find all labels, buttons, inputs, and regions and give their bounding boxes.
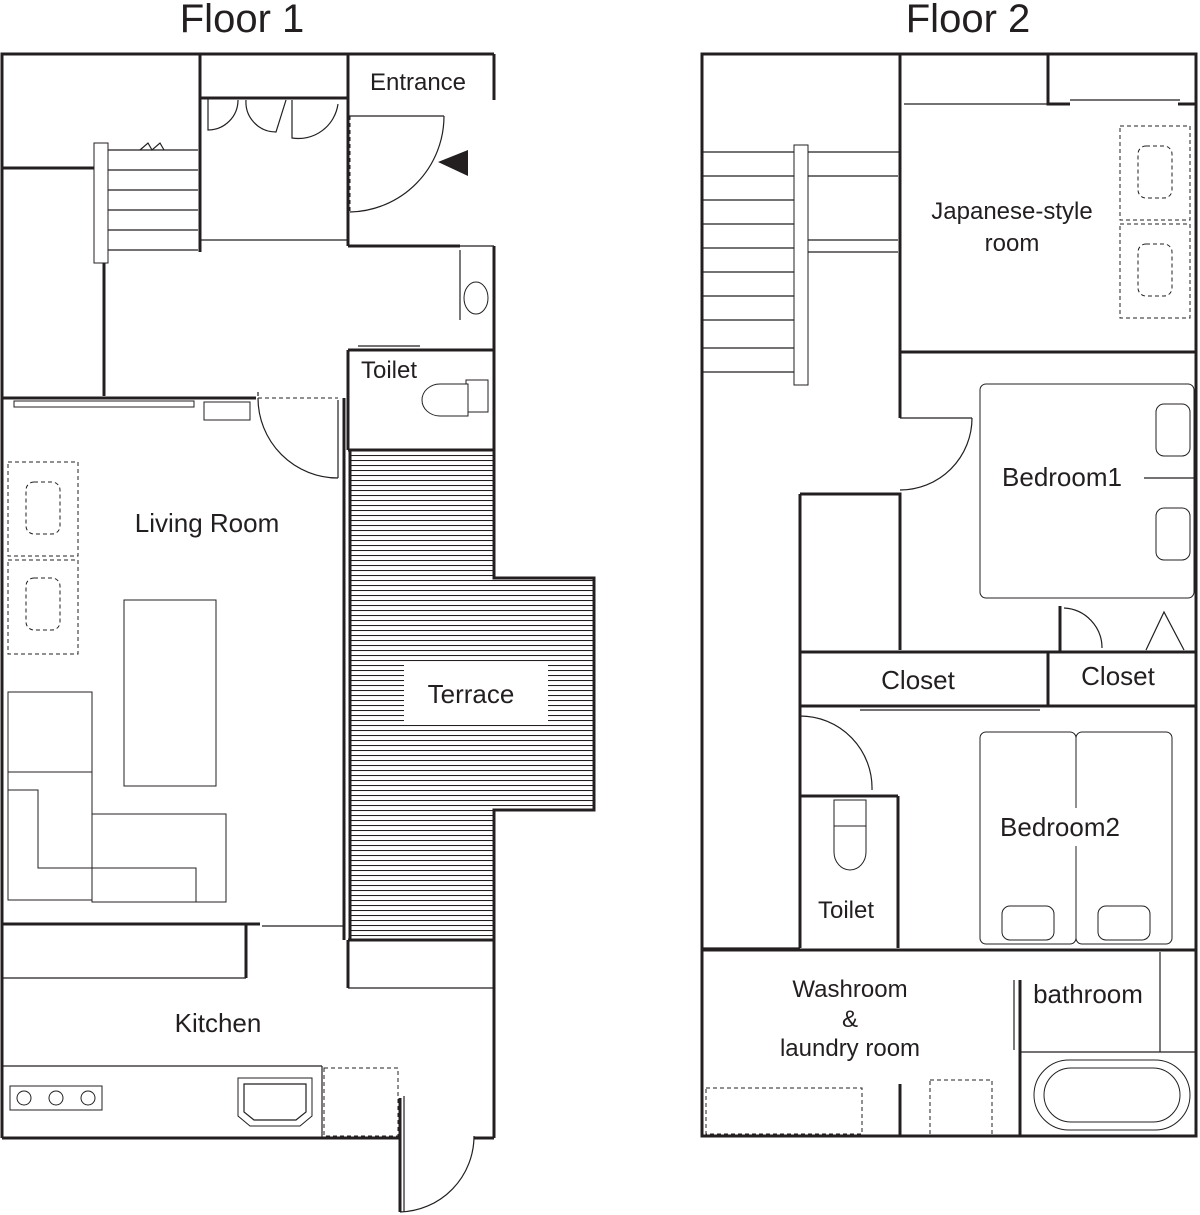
japanese-room-label-line1: Japanese-style [931, 198, 1092, 225]
japanese-room-cushions [1119, 125, 1191, 319]
washroom-label-line2: & [842, 1006, 858, 1033]
floor-1-title: Floor 1 [180, 0, 305, 41]
entry-arrow-icon [438, 150, 468, 176]
living-door[interactable] [257, 392, 339, 479]
floor-1-outer-wall [0, 52, 350, 1138]
floor-2-plan: Floor 2 [700, 0, 1198, 1138]
bathroom-label: bathroom [1033, 979, 1143, 1009]
closet-bifold-door[interactable] [1145, 610, 1185, 651]
closet-right-label: Closet [1081, 661, 1155, 691]
closet-door[interactable] [1063, 607, 1103, 649]
entrance-closet [200, 96, 348, 140]
floor-2-title: Floor 2 [906, 0, 1031, 41]
hall-sink [463, 281, 489, 315]
living-room-label: Living Room [135, 508, 280, 538]
stair-wall [2, 166, 106, 396]
bedroom2-beds [979, 731, 1173, 945]
bedroom2-label: Bedroom2 [1000, 812, 1120, 842]
entrance-label: Entrance [370, 69, 466, 96]
floor-2-toilet-door[interactable] [799, 715, 873, 791]
bedroom1-bed [979, 383, 1195, 599]
bedroom1-label: Bedroom1 [1002, 462, 1122, 492]
terrace-label: Terrace [428, 679, 515, 709]
washroom-label-line1: Washroom [792, 976, 907, 1003]
floor-1-plan: Floor 1 [0, 0, 596, 1213]
bedroom1-door[interactable] [899, 417, 973, 491]
floor-2-staircase [702, 144, 900, 386]
bathtub [1033, 1059, 1191, 1131]
japanese-room-label-line2: room [985, 230, 1040, 257]
living-furniture [7, 461, 227, 903]
floor-2-toilet-label: Toilet [818, 897, 874, 924]
stair-rail [93, 142, 109, 264]
kitchen-counter [2, 1065, 399, 1138]
kitchen-label: Kitchen [175, 1008, 262, 1038]
floor-1-toilet [346, 345, 494, 452]
entrance-door[interactable] [349, 115, 445, 213]
washroom-label-line3: laundry room [780, 1035, 920, 1062]
kitchen-back-door[interactable] [399, 1135, 475, 1213]
closet-left-label: Closet [881, 665, 955, 695]
staircase [108, 142, 198, 251]
floor-1-toilet-label: Toilet [361, 357, 417, 384]
